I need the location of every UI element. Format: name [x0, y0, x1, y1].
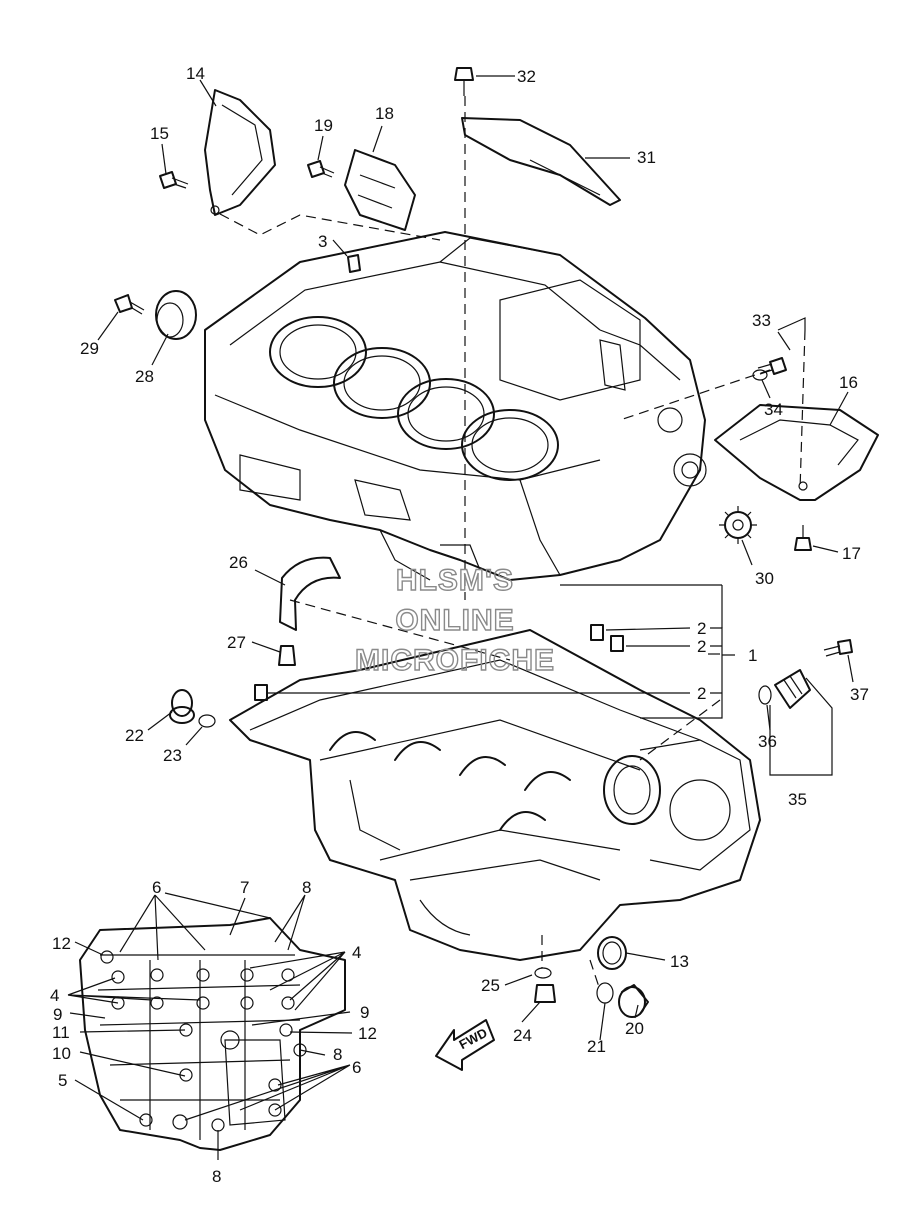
callout-label: 2 — [697, 637, 706, 656]
part-33-bolt — [757, 357, 787, 375]
part-34-washer — [752, 369, 768, 381]
callout-label: 23 — [163, 746, 182, 765]
part-3-dowel — [347, 254, 361, 273]
callout-label: 37 — [850, 685, 869, 704]
part-21-o-ring — [596, 982, 614, 1004]
callout-label: 16 — [839, 373, 858, 392]
part-27-bolt — [278, 645, 296, 666]
part-23-o-ring — [198, 714, 216, 728]
part-29-bolt — [114, 294, 145, 315]
callout-label: 36 — [758, 732, 777, 751]
callout-label: 8 — [212, 1167, 221, 1186]
callout-label: 17 — [842, 544, 861, 563]
callout-label: 33 — [752, 311, 771, 330]
leader-lines — [97, 75, 854, 1041]
callout-label: 21 — [587, 1037, 606, 1056]
callout-label: 10 — [52, 1044, 71, 1063]
assembly-lines — [219, 96, 806, 991]
crankcase-bottom-view — [79, 917, 346, 1151]
callout-label: 11 — [52, 1023, 70, 1042]
callout-label: 20 — [625, 1019, 644, 1038]
part-28-cap — [155, 290, 197, 340]
callout-label: 7 — [240, 878, 249, 897]
callout-label: 32 — [517, 67, 536, 86]
callout-label: 35 — [788, 790, 807, 809]
part-32-bolt — [454, 67, 474, 96]
callout-label: 2 — [697, 619, 706, 638]
callout-label: 34 — [764, 400, 783, 419]
callout-label: 31 — [637, 148, 656, 167]
part-24-plug — [534, 984, 556, 1003]
callout-label: 8 — [302, 878, 311, 897]
callout-label: 28 — [135, 367, 154, 386]
part-15-bolt — [159, 171, 189, 189]
bottom-view-bolt-holes — [100, 950, 307, 1132]
callout-label: 5 — [58, 1071, 67, 1090]
watermark-line3: MICROFICHE — [355, 644, 555, 677]
callout-label: 25 — [481, 976, 500, 995]
callout-label: 3 — [318, 232, 327, 251]
fwd-direction-arrow: FWD — [435, 1019, 495, 1071]
part-16-cover — [714, 404, 879, 501]
upper-crankcase — [204, 231, 707, 581]
callout-label: 13 — [670, 952, 689, 971]
watermark-line1: HLSM'S — [396, 564, 514, 597]
callout-label: 4 — [50, 986, 59, 1005]
part-30-rotor — [719, 506, 757, 544]
part-19-bolt — [307, 160, 335, 178]
callout-label: 9 — [360, 1003, 369, 1022]
part-35-sensor — [774, 669, 811, 709]
callout-label: 29 — [80, 339, 99, 358]
part-26-bearing — [279, 556, 341, 631]
callout-label: 19 — [314, 116, 333, 135]
callout-label: 30 — [755, 569, 774, 588]
callout-label: 6 — [352, 1058, 361, 1077]
callout-label: 6 — [152, 878, 161, 897]
part-22-plug — [169, 689, 195, 724]
callout-label: 14 — [186, 64, 205, 83]
callout-label: 9 — [53, 1005, 62, 1024]
part-37-bolt — [823, 639, 853, 657]
part-17-bolt — [794, 525, 812, 551]
bottom-view-leader-lines — [67, 892, 353, 1160]
callout-label: 18 — [375, 104, 394, 123]
part-2-dowels — [254, 624, 624, 701]
watermark-line2: ONLINE — [395, 604, 514, 637]
callout-label: 26 — [229, 553, 248, 572]
part-20-filter — [618, 984, 649, 1018]
part-36-o-ring — [758, 685, 772, 705]
part-18-bracket — [344, 149, 416, 231]
callout-labels: 1 2 2 2 3 4 4 5 6 6 7 8 8 8 9 9 10 11 12… — [50, 64, 869, 1186]
part-25-o-ring — [534, 967, 552, 979]
watermark: HLSM'S ONLINE MICROFICHE — [354, 563, 555, 677]
callout-label: 1 — [748, 646, 757, 665]
callout-label: 27 — [227, 633, 246, 652]
callout-label: 12 — [358, 1024, 377, 1043]
callout-label: 22 — [125, 726, 144, 745]
callout-label: 15 — [150, 124, 169, 143]
part-31-plate — [461, 117, 621, 206]
part-14-cover — [204, 89, 276, 216]
part-13-plug — [597, 936, 627, 970]
callout-label: 4 — [352, 943, 361, 962]
callout-label: 12 — [52, 934, 71, 953]
callout-label: 24 — [513, 1026, 532, 1045]
lower-crankcase — [229, 629, 761, 961]
fwd-label: FWD — [456, 1025, 489, 1052]
callout-label: 8 — [333, 1045, 342, 1064]
callout-label: 2 — [697, 684, 706, 703]
